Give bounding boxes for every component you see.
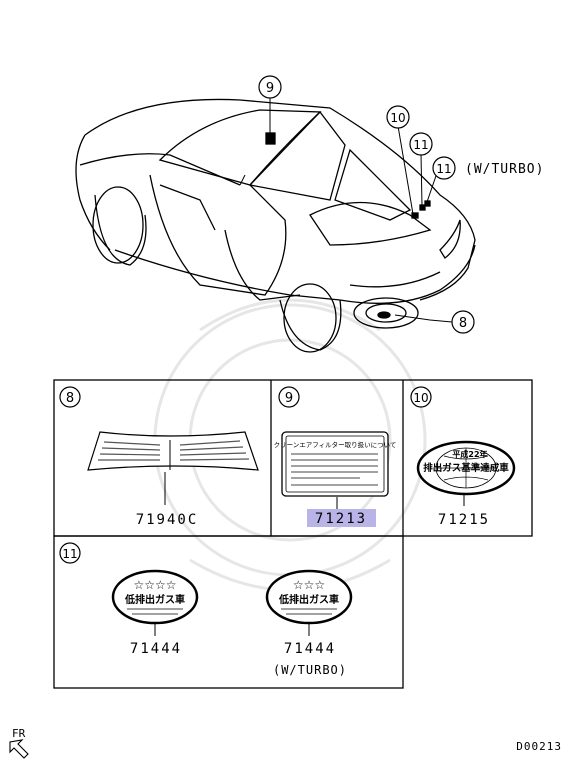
- emission-standard-badge: 平成22年 排出ガス基準達成車: [416, 440, 516, 496]
- callout-11-a: 11: [409, 132, 433, 156]
- svg-text:11: 11: [62, 547, 77, 561]
- svg-text:☆☆☆☆: ☆☆☆☆: [133, 578, 176, 592]
- turbo-note: (W/TURBO): [465, 162, 544, 177]
- car-illustration: [75, 98, 476, 353]
- svg-text:9: 9: [266, 81, 274, 96]
- svg-text:低排出ガス車: 低排出ガス車: [124, 593, 185, 606]
- part-number-71444-left: 71444: [130, 641, 182, 657]
- part-number-71444-right: 71444: [284, 641, 336, 657]
- svg-text:平成22年: 平成22年: [452, 449, 487, 459]
- svg-text:排出ガス基準達成車: 排出ガス基準達成車: [423, 462, 509, 474]
- svg-text:8: 8: [459, 316, 467, 331]
- svg-text:クリーンエアフィルター取り扱いについて: クリーンエアフィルター取り扱いについて: [274, 440, 397, 449]
- callout-8: 8: [451, 310, 475, 334]
- cell-10: 10 平成22年 排出ガス基準達成車 71215: [410, 386, 516, 528]
- highlighted-part-box: [307, 509, 376, 527]
- svg-text:10: 10: [413, 391, 428, 405]
- cell-9: 9 クリーンエアフィルター取り扱いについて 71213: [274, 386, 397, 527]
- svg-text:11: 11: [413, 138, 428, 152]
- parts-table: [53, 379, 533, 689]
- low-emission-badge-left: ☆☆☆☆ 低排出ガス車: [111, 569, 199, 625]
- cell-11: 11 ☆☆☆☆ 低排出ガス車 71444 ☆☆☆ 低排出ガス車 71444 (W…: [59, 542, 353, 677]
- svg-text:9: 9: [285, 391, 293, 406]
- air-filter-label: [281, 431, 389, 497]
- svg-text:11: 11: [436, 162, 451, 176]
- part-number-71215: 71215: [438, 512, 490, 528]
- cell-8: 8 71940C: [59, 386, 259, 528]
- low-emission-badge-right: ☆☆☆ 低排出ガス車: [265, 569, 353, 625]
- turbo-note-cell: (W/TURBO): [273, 663, 347, 677]
- front-arrow-icon: [9, 739, 29, 759]
- svg-text:10: 10: [390, 111, 405, 125]
- svg-text:8: 8: [66, 391, 74, 406]
- svg-text:☆☆☆: ☆☆☆: [293, 578, 325, 592]
- callout-11-b: 11: [432, 156, 456, 180]
- diagram-id: D00213: [516, 740, 562, 753]
- callout-10: 10: [386, 105, 410, 129]
- svg-text:低排出ガス車: 低排出ガス車: [278, 593, 339, 606]
- svg-text:FR: FR: [12, 727, 26, 740]
- part-number-71940c: 71940C: [136, 512, 199, 528]
- part-number-71213: 71213: [315, 511, 367, 527]
- fr-arrow: FR: [9, 727, 29, 759]
- caution-label-sticker: [87, 431, 259, 471]
- callout-9: 9: [258, 75, 282, 99]
